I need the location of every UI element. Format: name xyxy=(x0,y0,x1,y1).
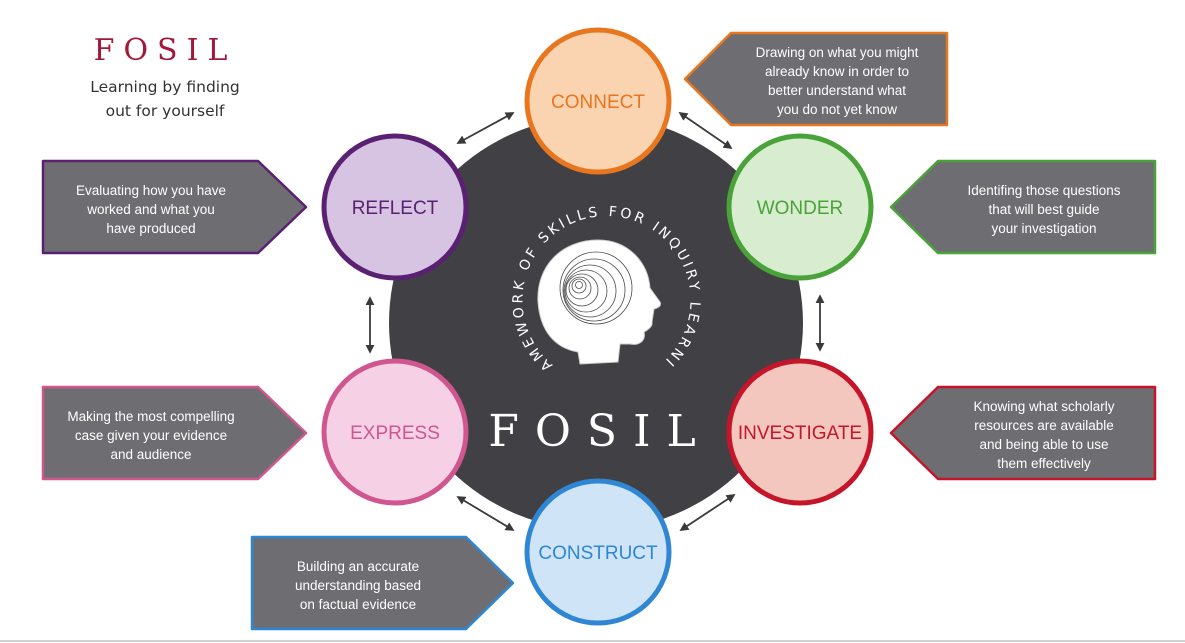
center-logo: FOSIL xyxy=(488,406,711,457)
wonder-description-line: your investigation xyxy=(991,221,1096,236)
wonder-description-line: Identifing those questions xyxy=(967,183,1120,198)
brand-subtitle-line2: out for yourself xyxy=(106,102,225,120)
wonder-label: WONDER xyxy=(757,198,844,219)
connect-description-line: you do not yet know xyxy=(777,102,897,117)
connect-description-line: better understand what xyxy=(768,83,906,98)
stage-reflect: REFLECT xyxy=(324,136,466,278)
wonder-description-line: that will best guide xyxy=(988,202,1099,217)
investigate-description-line: Knowing what scholarly xyxy=(973,399,1114,414)
stage-investigate: INVESTIGATE xyxy=(729,361,871,503)
brand-header: FOSIL Learning by finding out for yourse… xyxy=(90,33,240,120)
investigate-description-line: resources are available xyxy=(974,418,1114,433)
connect-description-line: already know in order to xyxy=(765,64,909,79)
stage-construct: CONSTRUCT xyxy=(527,481,669,623)
connect-description-line: Drawing on what you might xyxy=(756,45,919,60)
reflect-description-line: worked and what you xyxy=(86,202,215,217)
express-description-line: and audience xyxy=(110,447,191,462)
reflect-label: REFLECT xyxy=(352,198,439,219)
brand-title: FOSIL xyxy=(94,33,237,68)
brand-subtitle-line1: Learning by finding xyxy=(90,78,240,96)
reflect-description-line: Evaluating how you have xyxy=(76,183,226,198)
investigate-description-line: and being able to use xyxy=(979,437,1108,452)
construct-description-line: understanding based xyxy=(295,578,421,593)
reflect-description-line: have produced xyxy=(106,221,195,236)
express-description-line: Making the most compelling xyxy=(67,409,234,424)
express-label: EXPRESS xyxy=(350,423,440,444)
construct-description: Building an accurate understanding based… xyxy=(295,559,421,612)
stage-connect: CONNECT xyxy=(527,30,669,172)
construct-label: CONSTRUCT xyxy=(538,543,658,564)
stage-wonder: WONDER xyxy=(729,136,871,278)
construct-description-line: on factual evidence xyxy=(300,597,416,612)
construct-description-line: Building an accurate xyxy=(297,559,419,574)
stage-express: EXPRESS xyxy=(324,361,466,503)
investigate-description-line: them effectively xyxy=(997,456,1091,471)
express-description-line: case given your evidence xyxy=(75,428,227,443)
investigate-label: INVESTIGATE xyxy=(738,423,862,444)
connect-label: CONNECT xyxy=(551,92,645,113)
